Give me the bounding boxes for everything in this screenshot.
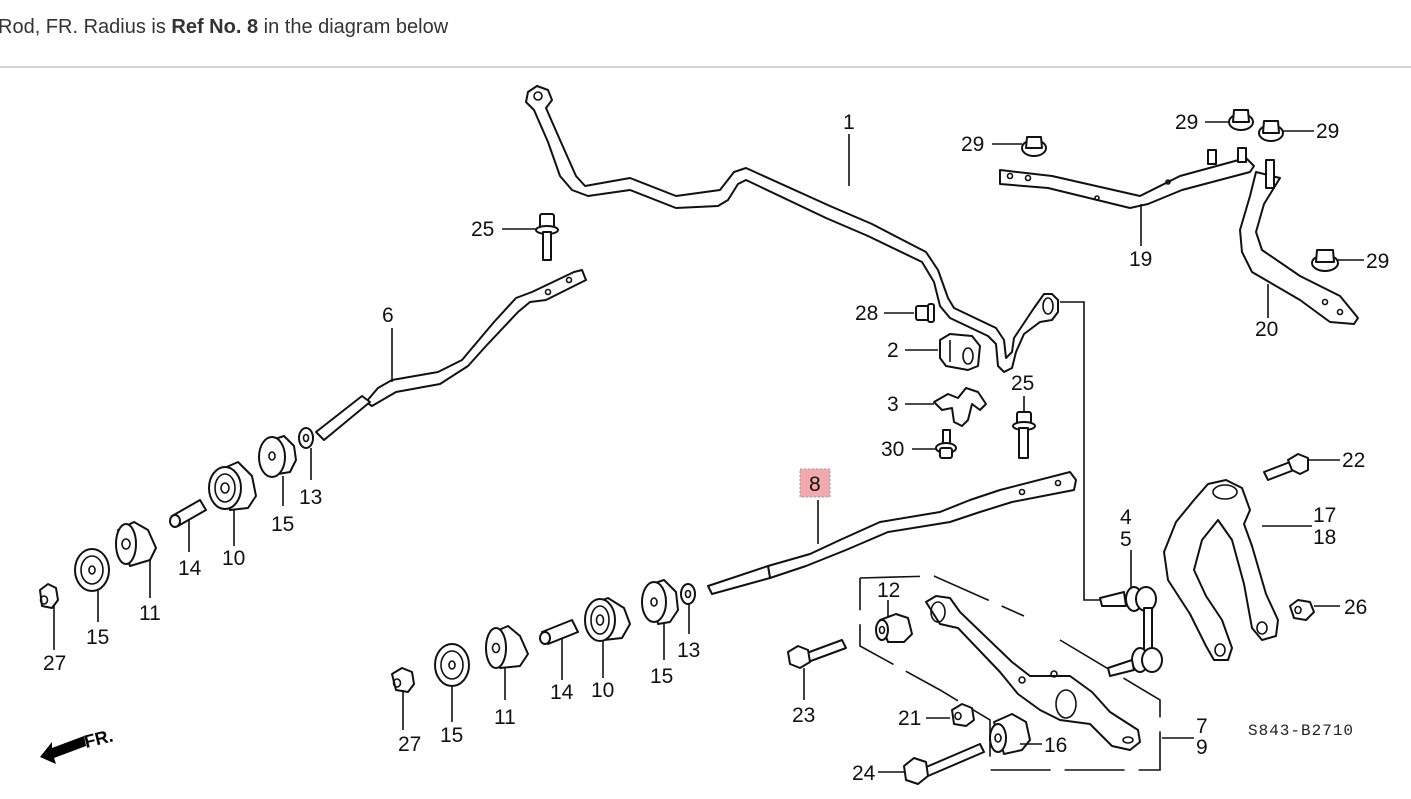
part-11-bushing-a[interactable] — [115, 521, 157, 567]
part-15-washer-b[interactable] — [74, 548, 110, 592]
part-19-bracket[interactable] — [999, 147, 1255, 209]
callout-26[interactable]: 26 — [1344, 596, 1367, 619]
callout-29d[interactable]: 29 — [1366, 250, 1389, 273]
callout-30[interactable]: 30 — [881, 438, 904, 461]
part-10-bushing-a[interactable] — [208, 461, 257, 511]
part-29-flange-nut-b[interactable] — [1228, 109, 1254, 131]
front-arrow-icon — [40, 736, 86, 764]
callout-1[interactable]: 1 — [843, 111, 855, 134]
callout-15d[interactable]: 15 — [440, 724, 463, 747]
part-14-collar-b[interactable] — [539, 619, 579, 645]
callout-21[interactable]: 21 — [898, 707, 921, 730]
part-4-5-stabilizer-link[interactable] — [1099, 586, 1163, 677]
callout-10a[interactable]: 10 — [222, 547, 245, 570]
part-13-washer-b[interactable] — [680, 583, 696, 605]
part-13-washer-a[interactable] — [298, 427, 314, 449]
part-11-bushing-b[interactable] — [485, 625, 529, 669]
callout-8-highlighted[interactable]: 8 — [809, 473, 821, 496]
part-16-bushing[interactable] — [989, 713, 1031, 755]
callout-19[interactable]: 19 — [1129, 248, 1152, 271]
caption-prefix: Rod, FR. Radius is — [0, 16, 172, 38]
leader-link-connection — [1060, 301, 1100, 601]
callout-5[interactable]: 5 — [1120, 528, 1132, 551]
callout-18[interactable]: 18 — [1313, 526, 1336, 549]
highlight-box — [799, 468, 831, 498]
drawing-code: S843-B2710 — [1248, 722, 1354, 740]
callout-4[interactable]: 4 — [1120, 506, 1132, 529]
caption: Rod, FR. Radius is Ref No. 8 in the diag… — [0, 16, 448, 39]
part-14-collar-a[interactable] — [169, 499, 207, 528]
callout-20[interactable]: 20 — [1255, 318, 1278, 341]
front-arrow-label: FR. — [82, 725, 115, 751]
caption-ref-bold: Ref No. 8 — [171, 16, 259, 38]
part-6-radius-rod-left[interactable] — [315, 269, 587, 441]
part-23-bolt[interactable] — [787, 639, 847, 669]
callout-29c[interactable]: 29 — [1316, 120, 1339, 143]
callout-25b[interactable]: 25 — [1011, 372, 1034, 395]
callout-10b[interactable]: 10 — [591, 679, 614, 702]
callout-11b[interactable]: 11 — [494, 706, 516, 729]
part-25-flange-bolt-a[interactable] — [535, 213, 559, 261]
part-29-flange-nut-a[interactable] — [1021, 136, 1047, 157]
part-17-18-damper-fork[interactable] — [1163, 479, 1279, 661]
part-2-stabilizer-bushing[interactable] — [939, 333, 981, 371]
callout-9[interactable]: 9 — [1196, 736, 1208, 759]
callout-11a[interactable]: 11 — [139, 602, 161, 625]
part-22-bolt[interactable] — [1263, 453, 1309, 481]
part-1-stabilizer-bar[interactable] — [525, 85, 1059, 373]
part-10-bushing-b[interactable] — [584, 597, 631, 642]
callout-15c[interactable]: 15 — [650, 665, 673, 688]
callout-27a[interactable]: 27 — [43, 652, 66, 675]
part-27-nut-b[interactable] — [391, 667, 415, 693]
callout-27b[interactable]: 27 — [398, 733, 421, 756]
callout-14a[interactable]: 14 — [178, 557, 202, 580]
part-26-nut[interactable] — [1289, 599, 1315, 621]
callout-2[interactable]: 2 — [887, 339, 899, 362]
callout-16[interactable]: 16 — [1044, 734, 1067, 757]
part-24-bolt[interactable] — [903, 743, 985, 785]
part-20-bracket[interactable] — [1239, 159, 1359, 325]
callout-6[interactable]: 6 — [382, 304, 394, 327]
part-28-nut[interactable] — [915, 303, 935, 323]
callout-7[interactable]: 7 — [1196, 715, 1208, 738]
part-29-flange-nut-c[interactable] — [1258, 120, 1284, 142]
callout-29a[interactable]: 29 — [961, 133, 984, 156]
part-30-bolt[interactable] — [935, 429, 957, 459]
callout-24[interactable]: 24 — [852, 762, 876, 785]
callout-12[interactable]: 12 — [877, 579, 900, 602]
part-25-flange-bolt-b[interactable] — [1012, 411, 1036, 459]
part-15-washer-d[interactable] — [434, 643, 470, 687]
part-29-flange-nut-d[interactable] — [1311, 249, 1339, 272]
part-21-nut[interactable] — [951, 703, 975, 727]
callout-22[interactable]: 22 — [1342, 449, 1365, 472]
callout-13b[interactable]: 13 — [677, 639, 700, 662]
callout-28[interactable]: 28 — [855, 302, 878, 325]
part-7-lower-arm[interactable] — [925, 595, 1141, 751]
part-27-nut-a[interactable] — [39, 583, 59, 609]
callout-15a[interactable]: 15 — [271, 513, 294, 536]
callout-25a[interactable]: 25 — [471, 218, 494, 241]
part-15-washer-a[interactable] — [258, 435, 297, 478]
part-15-washer-c[interactable] — [641, 579, 679, 625]
callout-3[interactable]: 3 — [887, 393, 899, 416]
callout-17[interactable]: 17 — [1313, 504, 1336, 527]
part-8-radius-rod-front[interactable] — [707, 471, 1077, 595]
part-12-bushing[interactable] — [875, 613, 913, 643]
part-3-bushing-holder[interactable] — [933, 387, 987, 427]
callout-14b[interactable]: 14 — [550, 681, 574, 704]
front-direction-indicator: FR. — [40, 725, 115, 764]
callout-23[interactable]: 23 — [792, 704, 815, 727]
callout-29b[interactable]: 29 — [1175, 111, 1198, 134]
caption-suffix: in the diagram below — [258, 16, 449, 38]
divider — [0, 66, 1411, 68]
callout-13a[interactable]: 13 — [299, 486, 322, 509]
callout-15b[interactable]: 15 — [86, 626, 109, 649]
